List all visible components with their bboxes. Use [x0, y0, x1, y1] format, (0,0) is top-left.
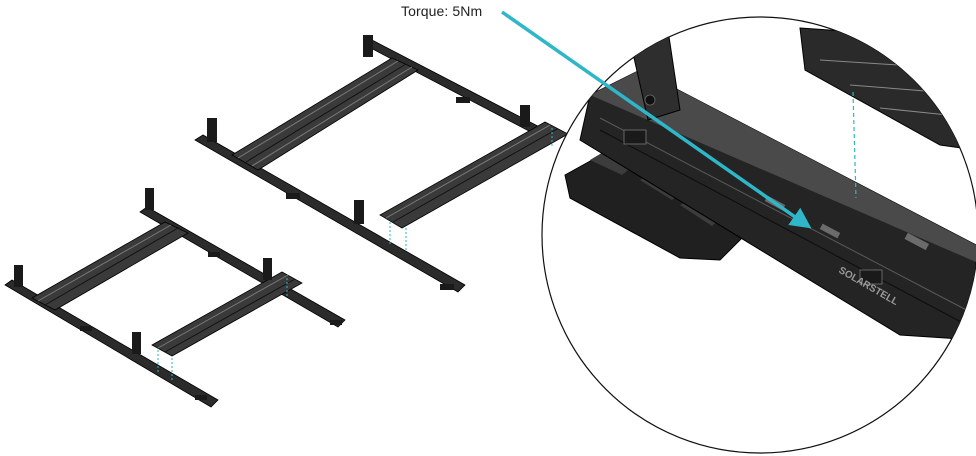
upper-frame-bracket — [207, 118, 217, 142]
detail-rail-slot — [904, 232, 930, 251]
lower-frame-front-rail — [4, 279, 219, 408]
detail-guide-line — [852, 91, 857, 199]
upper-frame-front-rail — [194, 134, 466, 293]
lower-frame-bracket — [145, 188, 154, 210]
lower-frame-bracket — [14, 265, 23, 287]
upper-frame-clamp — [456, 97, 470, 103]
upper-frame-clamp — [440, 284, 454, 290]
upper-frame-clamp — [286, 193, 300, 199]
lower-frame-clamp — [208, 252, 220, 257]
lower-frame-bracket — [132, 332, 141, 354]
lower-frame-bracket — [263, 258, 272, 280]
lower-frame-assembly — [4, 188, 346, 408]
torque-callout-arrow — [500, 10, 812, 229]
lower-frame-clamp — [330, 320, 342, 325]
detail-clamp-block — [623, 129, 647, 145]
detail-zoom-view: SOLARSTELL — [541, 16, 976, 454]
upper-frame-bracket — [363, 35, 373, 57]
lower-frame-clamp — [195, 395, 207, 400]
upper-frame-bracket — [520, 105, 530, 127]
detail-clamp-block — [859, 269, 883, 285]
detail-rail-slot — [819, 223, 841, 239]
upper-frame-channel-rail-2 — [379, 121, 569, 229]
lower-frame-clamp — [80, 326, 92, 331]
torque-callout-label: Torque: 5Nm — [401, 3, 483, 19]
lower-frame-channel-rail-2 — [151, 271, 303, 357]
lower-frame-channel-rail-1 — [31, 221, 189, 311]
upper-frame-assembly — [194, 35, 569, 293]
upper-frame-bracket — [354, 200, 364, 224]
